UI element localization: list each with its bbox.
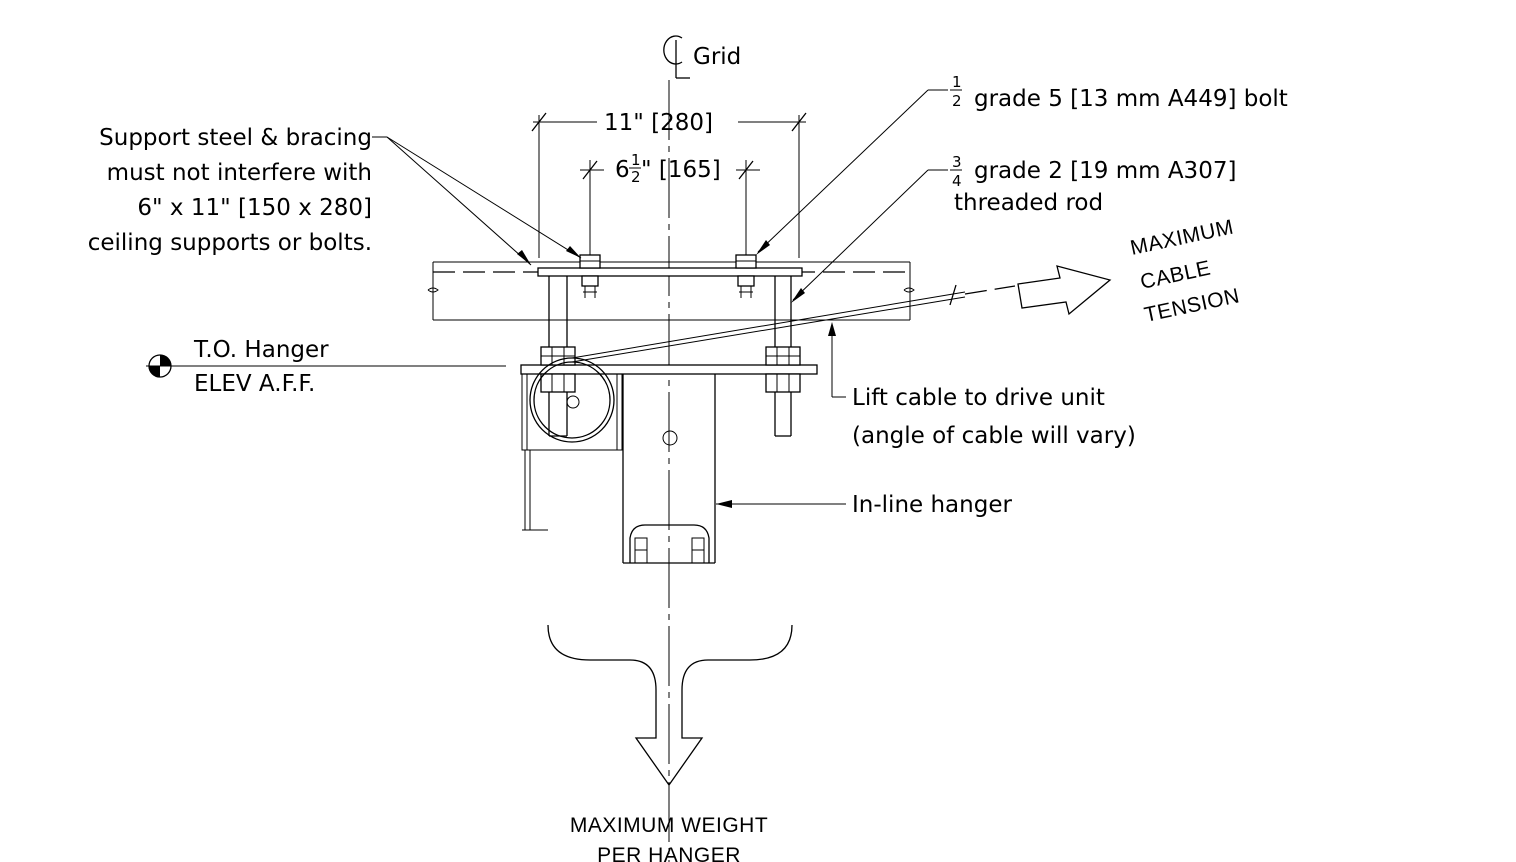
svg-text:Lift cable to drive unit: Lift cable to drive unit [852, 385, 1105, 411]
svg-text:(angle of cable will vary): (angle of cable will vary) [852, 423, 1136, 449]
svg-text:2: 2 [631, 168, 641, 186]
inline-hanger-label: In-line hanger [852, 492, 1012, 518]
cable-tension-arrow [1017, 265, 1112, 316]
svg-text:1: 1 [631, 151, 641, 169]
svg-text:T.O. Hanger: T.O. Hanger [193, 337, 329, 363]
top-plate [537, 267, 803, 277]
svg-text:6: 6 [615, 157, 630, 183]
weight-arrow [547, 624, 793, 787]
svg-text:4: 4 [952, 172, 962, 190]
leader-rod [791, 169, 948, 303]
svg-text:MAXIMUM WEIGHT: MAXIMUM WEIGHT [570, 814, 768, 837]
svg-text:CABLE: CABLE [1138, 257, 1213, 294]
svg-text:must not interfere with: must not interfere with [107, 160, 372, 186]
leader-bolt [756, 89, 948, 255]
svg-text:2: 2 [952, 92, 962, 110]
nuts [540, 346, 801, 393]
lift-cable-label: Lift cable to drive unit (angle of cable… [852, 385, 1136, 449]
leader-lift-cable [828, 322, 846, 398]
rod-note: 3 4 grade 2 [19 mm A307] threaded rod [950, 153, 1236, 216]
svg-text:ceiling supports or bolts.: ceiling supports or bolts. [88, 230, 372, 256]
bolt-right [735, 254, 757, 298]
elevation-label: T.O. Hanger ELEV A.F.F. [193, 337, 329, 397]
bolt-left [579, 254, 601, 298]
dimension-inner-label: 6 1 2 " [165] [615, 151, 721, 186]
hanger-plate [520, 364, 818, 375]
svg-text:grade 2 [19 mm A307]: grade 2 [19 mm A307] [974, 158, 1236, 184]
svg-text:3: 3 [952, 153, 962, 171]
svg-text:6" x 11" [150 x 280]: 6" x 11" [150 x 280] [137, 195, 372, 221]
leader-inline-hanger [716, 500, 846, 508]
svg-text:ELEV A.F.F.: ELEV A.F.F. [194, 371, 315, 397]
lift-cable [571, 284, 1016, 363]
dimension-inner [580, 160, 760, 258]
inline-hanger [622, 374, 716, 564]
max-weight-label: MAXIMUM WEIGHT PER HANGER [570, 814, 768, 862]
svg-text:Support steel & bracing: Support steel & bracing [99, 125, 372, 151]
dimension-outer-label: 11" [280] [604, 110, 713, 136]
pulley-housing [521, 373, 623, 531]
centerline-label: Grid [693, 44, 741, 70]
cable-tension-label: MAXIMUM CABLE TENSION [1128, 216, 1242, 327]
svg-text:1: 1 [952, 73, 962, 91]
ceiling-beam [427, 261, 915, 321]
elevation-marker [146, 354, 506, 378]
svg-text:" [165]: " [165] [641, 157, 721, 183]
svg-text:grade 5 [13 mm A449] bolt: grade 5 [13 mm A449] bolt [974, 86, 1288, 112]
dimension-outer [531, 112, 807, 258]
svg-text:threaded rod: threaded rod [954, 190, 1103, 216]
bolt-note: 1 2 grade 5 [13 mm A449] bolt [950, 73, 1288, 112]
support-steel-note: Support steel & bracing must not interfe… [88, 125, 372, 256]
svg-text:PER HANGER: PER HANGER [597, 844, 741, 862]
centerline-symbol [663, 35, 690, 79]
svg-text:MAXIMUM: MAXIMUM [1128, 216, 1235, 260]
leader-support-steel [372, 136, 582, 266]
